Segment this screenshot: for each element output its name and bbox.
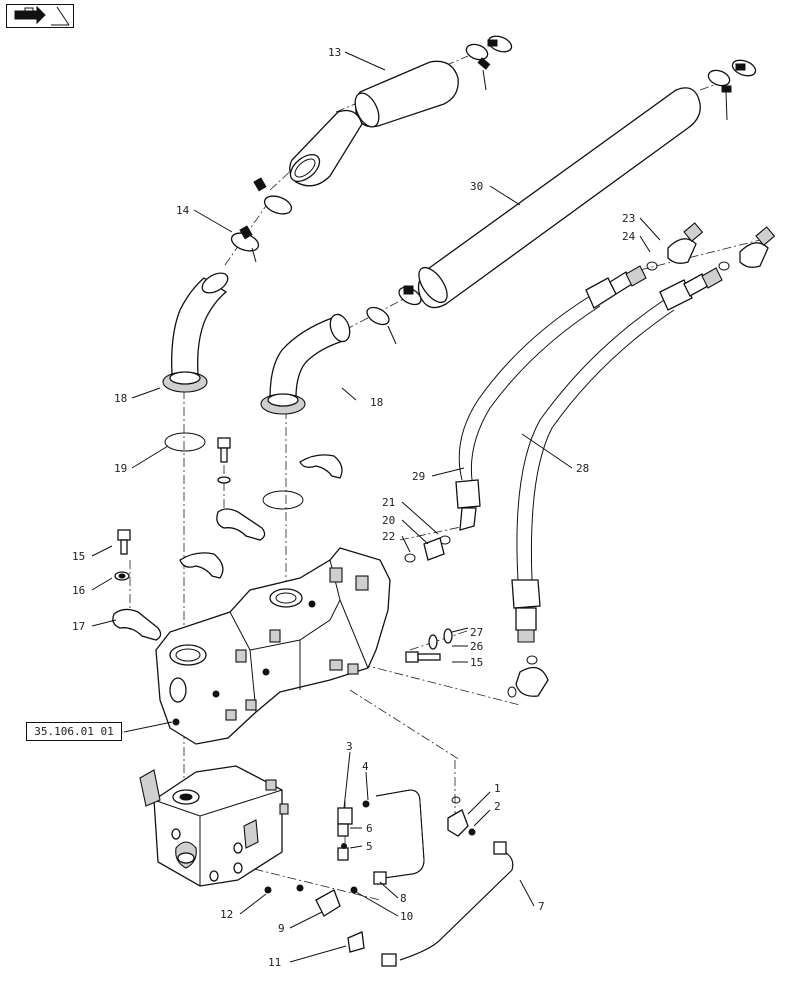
label-18-right: 18 — [370, 396, 383, 409]
label-10: 10 — [400, 910, 413, 923]
label-20: 20 — [382, 514, 395, 527]
bolts-washers[interactable] — [114, 437, 453, 663]
hose-13[interactable] — [286, 60, 459, 187]
cross-reference-box[interactable]: 35.106.01 01 — [26, 722, 122, 741]
label-4: 4 — [362, 760, 369, 773]
label-19: 19 — [114, 462, 127, 475]
label-15-right: 15 — [470, 656, 483, 669]
label-30: 30 — [470, 180, 483, 193]
label-17: 17 — [72, 620, 85, 633]
elbow-tube-18-left[interactable] — [162, 269, 231, 393]
label-14: 14 — [176, 204, 190, 217]
label-5: 5 — [366, 840, 373, 853]
label-15-left: 15 — [72, 550, 85, 563]
label-28: 28 — [576, 462, 589, 475]
elbow-tube-18-right[interactable] — [260, 312, 353, 415]
leader-lines — [91, 51, 661, 963]
label-8: 8 — [400, 892, 407, 905]
label-6: 6 — [366, 822, 373, 835]
label-1: 1 — [494, 782, 501, 795]
hose-29[interactable] — [455, 265, 647, 531]
valve-block[interactable] — [139, 765, 289, 887]
label-2: 2 — [494, 800, 501, 813]
forward-arrow-icon — [14, 5, 70, 26]
o-rings[interactable] — [164, 261, 730, 698]
label-29: 29 — [412, 470, 425, 483]
callout-labels: 13 30 14 23 24 18 18 19 29 28 21 20 22 1… — [72, 46, 636, 969]
label-21: 21 — [382, 496, 395, 509]
label-26: 26 — [470, 640, 483, 653]
label-9: 9 — [278, 922, 285, 935]
label-13: 13 — [328, 46, 341, 59]
label-23: 23 — [622, 212, 635, 225]
hydraulic-pump-25[interactable] — [155, 547, 391, 745]
steel-tube-upper[interactable] — [373, 789, 425, 885]
label-27: 27 — [470, 626, 483, 639]
label-11: 11 — [268, 956, 281, 969]
label-16: 16 — [72, 584, 85, 597]
hose-28[interactable] — [511, 267, 723, 643]
label-12: 12 — [220, 908, 233, 921]
flange-clamps[interactable] — [112, 454, 343, 641]
hose-clamps[interactable] — [229, 33, 758, 345]
label-7: 7 — [538, 900, 545, 913]
steel-tube-lower[interactable] — [381, 841, 514, 967]
label-3: 3 — [346, 740, 353, 753]
forward-nav-button[interactable] — [6, 4, 74, 28]
fittings[interactable] — [264, 222, 776, 953]
label-18-left: 18 — [114, 392, 127, 405]
hose-30[interactable] — [413, 87, 701, 309]
label-22: 22 — [382, 530, 395, 543]
label-24: 24 — [622, 230, 636, 243]
